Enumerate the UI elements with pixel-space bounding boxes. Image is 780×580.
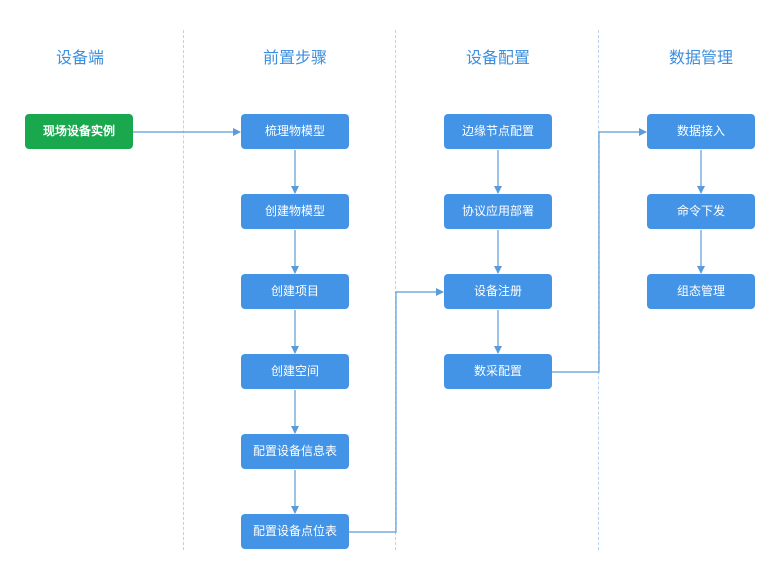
column-title-prerequisites: 前置步骤 xyxy=(262,48,327,67)
node-data-access: 数据接入 xyxy=(647,114,755,149)
node-create-project: 创建项目 xyxy=(241,274,349,309)
node-create-model: 创建物模型 xyxy=(241,194,349,229)
column-title-device-side: 设备端 xyxy=(55,48,104,67)
node-sort-model: 梳理物模型 xyxy=(241,114,349,149)
node-edge-node-config: 边缘节点配置 xyxy=(444,114,552,149)
node-config-info-table: 配置设备信息表 xyxy=(241,434,349,469)
node-command-issue: 命令下发 xyxy=(647,194,755,229)
node-config-point-table: 配置设备点位表 xyxy=(241,514,349,549)
node-device-register: 设备注册 xyxy=(444,274,552,309)
arrow-collect-to-data-access xyxy=(552,128,647,373)
arrow-point-table-to-register xyxy=(349,288,444,533)
node-data-collect-config: 数采配置 xyxy=(444,354,552,389)
column-divider-1 xyxy=(183,30,184,550)
node-config-manage: 组态管理 xyxy=(647,274,755,309)
column-divider-2 xyxy=(395,30,396,550)
node-create-space: 创建空间 xyxy=(241,354,349,389)
node-protocol-deploy: 协议应用部署 xyxy=(444,194,552,229)
column-title-device-config: 设备配置 xyxy=(465,48,530,67)
column-title-data-management: 数据管理 xyxy=(668,48,733,67)
node-device-instance: 现场设备实例 xyxy=(25,114,133,149)
